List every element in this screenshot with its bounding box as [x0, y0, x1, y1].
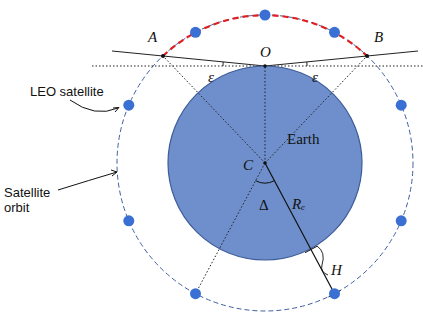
point-label: B	[374, 29, 383, 45]
angle-arc	[223, 62, 224, 66]
satellite-orbit	[117, 15, 413, 311]
dimension-label: H	[331, 262, 342, 278]
height-brace	[317, 246, 328, 275]
point-label: O	[260, 44, 271, 60]
angle-label: ε	[208, 69, 214, 85]
elevation-line	[265, 51, 418, 66]
leo-satellite	[396, 215, 407, 226]
leader-line	[58, 172, 117, 190]
leo-satellite	[123, 215, 134, 226]
angle-arc	[306, 62, 307, 66]
dimension-tick	[329, 291, 341, 297]
leader-head	[113, 108, 119, 113]
callout-label: LEO satellite	[30, 84, 104, 99]
leo-satellite	[329, 288, 340, 299]
earth-label: Earth	[287, 131, 319, 147]
elevation-line	[112, 51, 265, 66]
leo-satellite	[190, 288, 201, 299]
leader-head	[111, 170, 117, 176]
point-label: A	[148, 29, 157, 45]
earth-shape	[167, 65, 363, 261]
callout-label: Satellite orbit	[4, 185, 59, 215]
point-marker	[365, 54, 369, 58]
leo-satellite	[329, 27, 340, 38]
dimension-label: Rₑ	[292, 196, 305, 212]
leo-satellite	[123, 100, 134, 111]
angle-label: Δ	[259, 197, 269, 213]
satellite-group	[123, 10, 406, 300]
leo-satellite	[190, 27, 201, 38]
leo-satellite	[396, 100, 407, 111]
angle-label: ε	[312, 69, 318, 85]
earth-disc: Earth	[167, 65, 363, 261]
leader-line	[70, 100, 118, 112]
leo-satellite	[260, 10, 271, 21]
point-marker	[161, 54, 165, 58]
point-label: C	[243, 157, 253, 173]
